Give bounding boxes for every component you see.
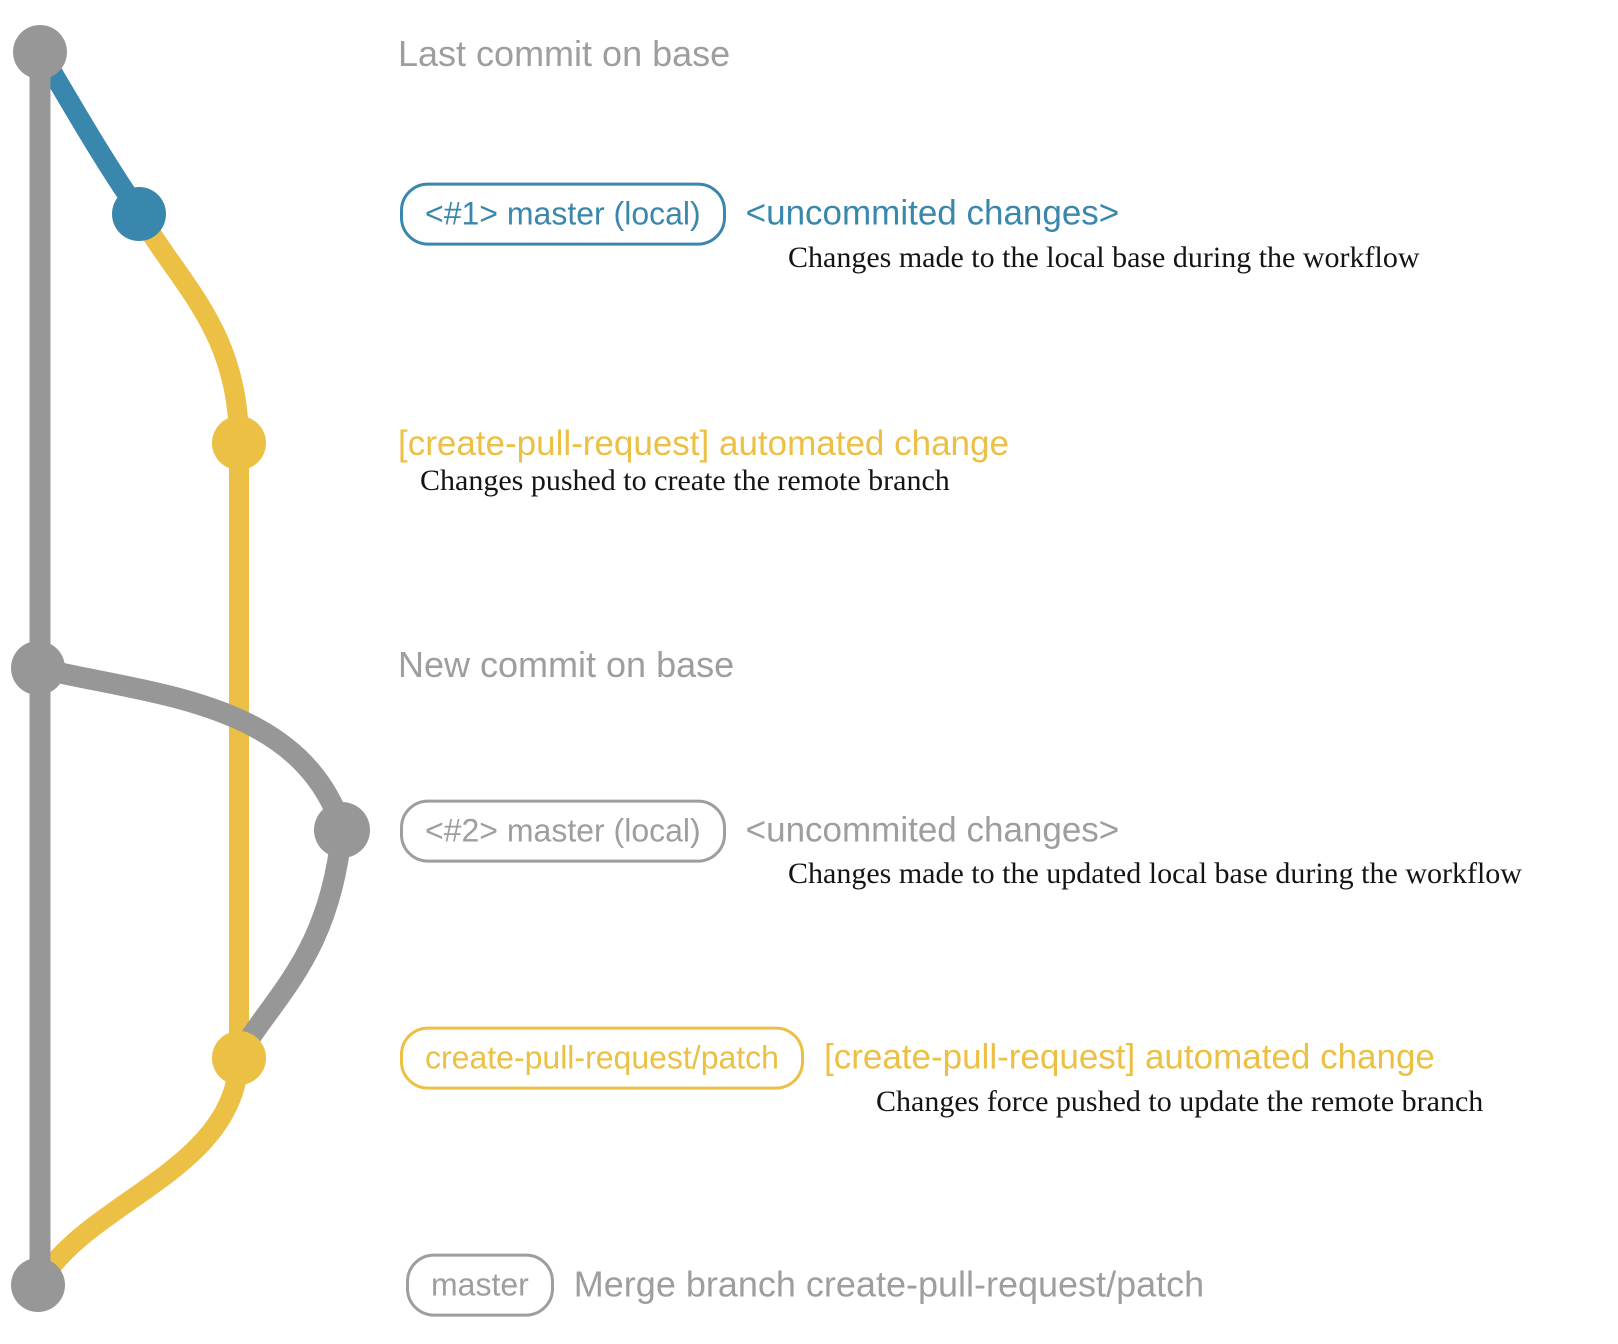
push-2-row: create-pull-request/patch [create-pull-r… [400,1026,1435,1090]
patch-branch-line [129,204,249,1068]
description-push-2: Changes force pushed to update the remot… [876,1085,1484,1118]
commit-message-push-2: [create-pull-request] automated change [823,1037,1435,1077]
commit-dot-patch-1 [212,416,266,470]
commit-message-local-2: <uncommited changes> [745,810,1120,850]
commit-dot-new-base [11,641,65,695]
description-local-1: Changes made to the local base during th… [788,241,1420,274]
commit-dot-merge [11,1258,65,1312]
local-branch-line [35,50,149,222]
merge-row: master Merge branch create-pull-request/… [406,1253,1205,1317]
last-commit-label: Last commit on base [398,33,731,74]
description-push-1: Changes pushed to create the remote bran… [420,464,950,497]
local2-rebase-line [231,819,353,1061]
branch-badge-master-local-2: <#2> master (local) [400,799,726,863]
commit-dot-local-1 [112,187,166,241]
branch-badge-master-local-1: <#1> master (local) [400,182,726,246]
local2-branch-out-line [27,657,353,839]
new-commit-label: New commit on base [398,644,735,685]
patch-merge-line [32,1048,249,1290]
branch-graph [11,25,370,1312]
commit-dot-last-base [13,25,67,79]
commit-message-merge: Merge branch create-pull-request/patch [573,1263,1205,1305]
local-1-row: <#1> master (local) <uncommited changes> [400,182,1120,246]
push-1-row: [create-pull-request] automated change [398,424,1009,464]
commit-dot-local-2 [314,802,370,858]
commit-message-local-1: <uncommited changes> [745,193,1120,233]
commit-message-push-1: [create-pull-request] automated change [398,424,1009,463]
local-2-row: <#2> master (local) <uncommited changes> [400,799,1120,863]
branch-badge-master: master [406,1253,554,1317]
commit-dot-patch-2 [212,1031,266,1085]
description-local-2: Changes made to the updated local base d… [788,857,1522,890]
branch-badge-patch: create-pull-request/patch [400,1026,804,1090]
